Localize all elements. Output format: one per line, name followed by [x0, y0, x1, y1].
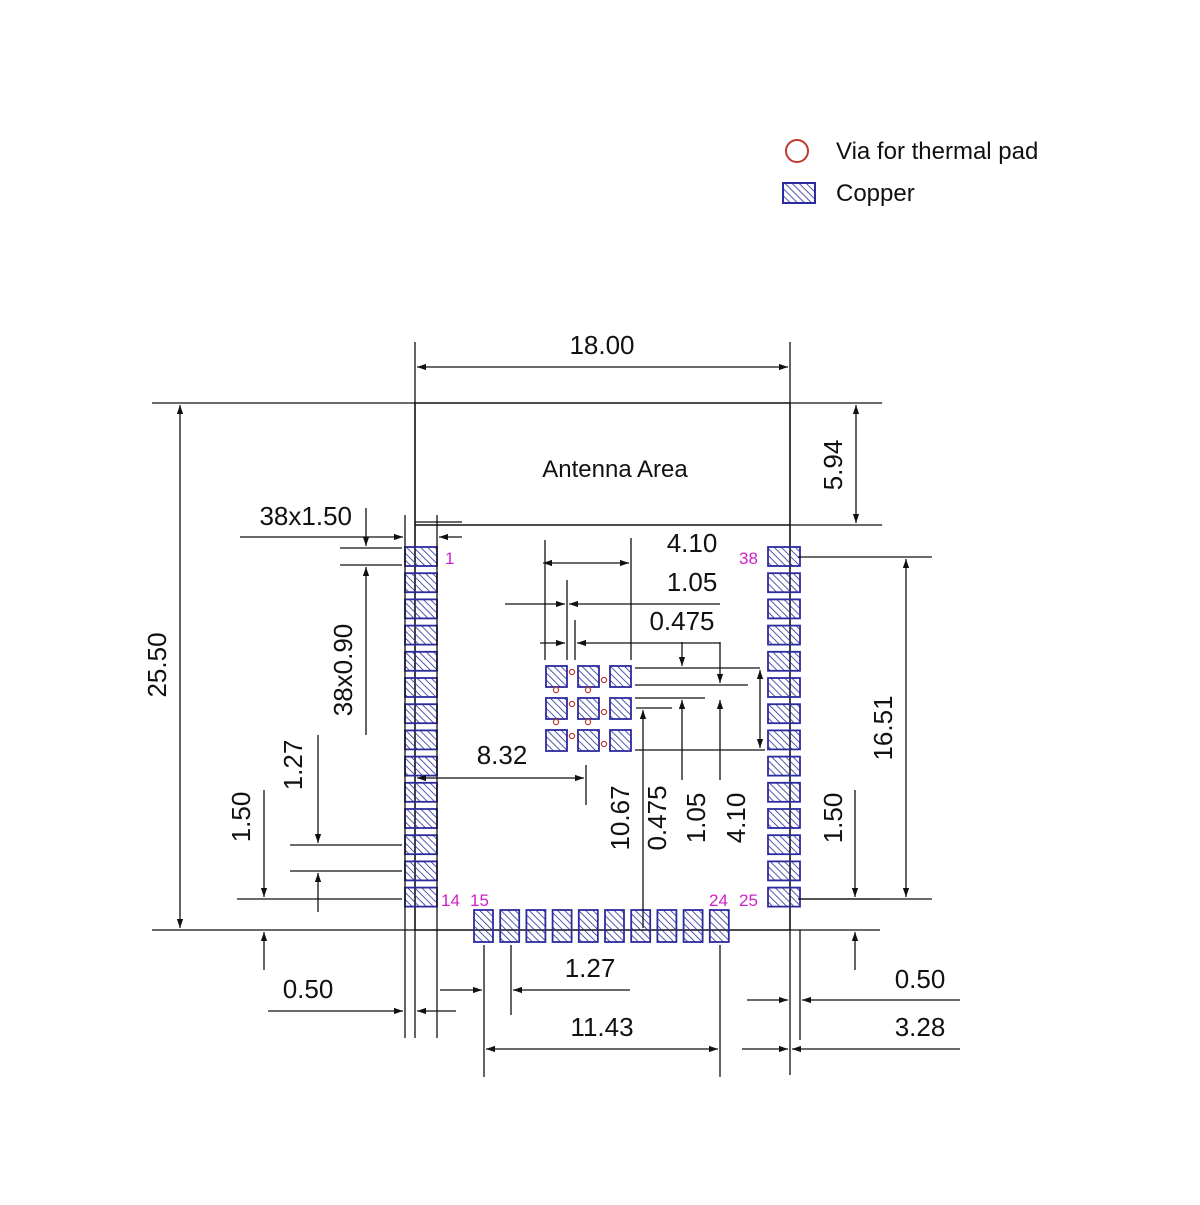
pad-right — [767, 860, 801, 882]
dimension-labels: 18.00 25.50 5.94 16.51 38x1.50 38x0.90 1… — [142, 330, 945, 1042]
copper-legend-icon — [782, 182, 816, 204]
dim-thermal-h-outer: 4.10 — [667, 528, 718, 558]
pad-group — [404, 546, 801, 943]
pad-bottom — [630, 909, 652, 943]
pad-bottom — [473, 909, 494, 943]
dim-thermal-v-outer: 4.10 — [721, 793, 751, 844]
via-mark — [584, 686, 592, 694]
pad-bottom — [682, 909, 704, 943]
pad-right — [767, 624, 801, 646]
via-legend-icon — [785, 139, 809, 163]
thermal-pad — [577, 697, 600, 720]
dim-thermal-v-inner: 0.475 — [642, 785, 672, 850]
via-mark — [568, 732, 576, 740]
via-mark — [600, 708, 608, 716]
via-mark — [600, 740, 608, 748]
pad-right — [767, 598, 801, 620]
pad-bottom — [708, 909, 730, 943]
pin-labels: 1 14 15 24 25 38 — [441, 549, 758, 910]
pad-right — [767, 729, 801, 751]
pad-right — [767, 781, 801, 803]
pad-right — [767, 886, 801, 908]
dim-bottom-margin-right: 1.50 — [818, 793, 848, 844]
pad-bottom — [499, 909, 521, 943]
dim-pad-length: 38x1.50 — [259, 501, 352, 531]
pad-left — [404, 781, 438, 803]
copper-legend-label: Copper — [836, 180, 915, 207]
dim-thermal-offset-x: 8.32 — [477, 740, 528, 770]
dim-pad-width: 38x0.90 — [328, 624, 358, 717]
pad-left — [404, 703, 438, 725]
dim-thermal-h-inner: 0.475 — [649, 606, 714, 636]
pad-left — [404, 860, 438, 882]
pad-left — [404, 886, 438, 908]
pad-left — [404, 729, 438, 751]
dim-pin-pitch-left: 1.27 — [278, 740, 308, 791]
via-mark — [552, 718, 560, 726]
legend: Via for thermal pad Copper — [782, 138, 1038, 207]
pin-label-25: 25 — [739, 891, 758, 910]
dim-thermal-offset-y: 10.67 — [605, 785, 635, 850]
antenna-area-label: Antenna Area — [542, 456, 688, 483]
pin-label-24: 24 — [709, 891, 728, 910]
pad-right — [767, 808, 801, 829]
pad-right — [767, 650, 801, 672]
pad-right — [767, 755, 801, 777]
dim-height: 25.50 — [142, 632, 172, 697]
dim-thermal-v-mid: 1.05 — [681, 793, 711, 844]
thermal-pad — [609, 697, 632, 720]
pad-left — [404, 598, 438, 620]
via-mark — [568, 700, 576, 708]
pad-bottom — [551, 909, 573, 943]
dim-width: 18.00 — [569, 330, 634, 360]
via-mark — [584, 718, 592, 726]
pad-left — [404, 572, 438, 594]
dim-bottom-span: 11.43 — [570, 1012, 633, 1042]
thermal-pad-group — [545, 665, 632, 752]
pad-bottom — [604, 909, 625, 943]
pad-right — [767, 703, 801, 725]
thermal-pad — [545, 665, 568, 688]
thermal-pad — [545, 729, 568, 752]
via-legend-label: Via for thermal pad — [836, 138, 1038, 165]
pad-left — [404, 808, 438, 829]
dim-antenna-height: 5.94 — [818, 440, 848, 491]
pad-bottom — [525, 909, 547, 943]
pin-label-1: 1 — [445, 549, 454, 568]
dim-bottom-margin-left: 1.50 — [226, 792, 256, 843]
via-mark — [568, 668, 576, 676]
thermal-pad — [609, 665, 632, 688]
dim-edge-offset-right: 0.50 — [895, 964, 946, 994]
dim-edge-offset-left: 0.50 — [283, 974, 334, 1004]
thermal-pad — [577, 665, 600, 688]
thermal-pad — [545, 697, 568, 720]
pad-right — [767, 546, 801, 567]
pad-left — [404, 624, 438, 646]
pad-left — [404, 755, 438, 777]
thermal-pad — [577, 729, 600, 752]
thermal-pad — [609, 729, 632, 752]
pad-right — [767, 677, 801, 698]
dim-bottom-pitch: 1.27 — [565, 953, 616, 983]
dim-bottom-right-offset: 3.28 — [895, 1012, 946, 1042]
pin-label-15: 15 — [470, 891, 489, 910]
pad-left — [404, 677, 438, 698]
pad-left — [404, 650, 438, 672]
dim-pad-column-span: 16.51 — [868, 695, 898, 760]
dim-thermal-h-mid: 1.05 — [667, 567, 718, 597]
pad-left — [404, 834, 438, 856]
pad-right — [767, 834, 801, 856]
pin-label-38: 38 — [739, 549, 758, 568]
via-mark — [600, 676, 608, 684]
pad-right — [767, 572, 801, 594]
dimension-lines — [152, 342, 960, 1077]
pad-bottom — [577, 909, 599, 943]
pad-left — [404, 546, 438, 567]
pad-bottom — [656, 909, 678, 943]
via-mark — [552, 686, 560, 694]
pin-label-14: 14 — [441, 891, 460, 910]
